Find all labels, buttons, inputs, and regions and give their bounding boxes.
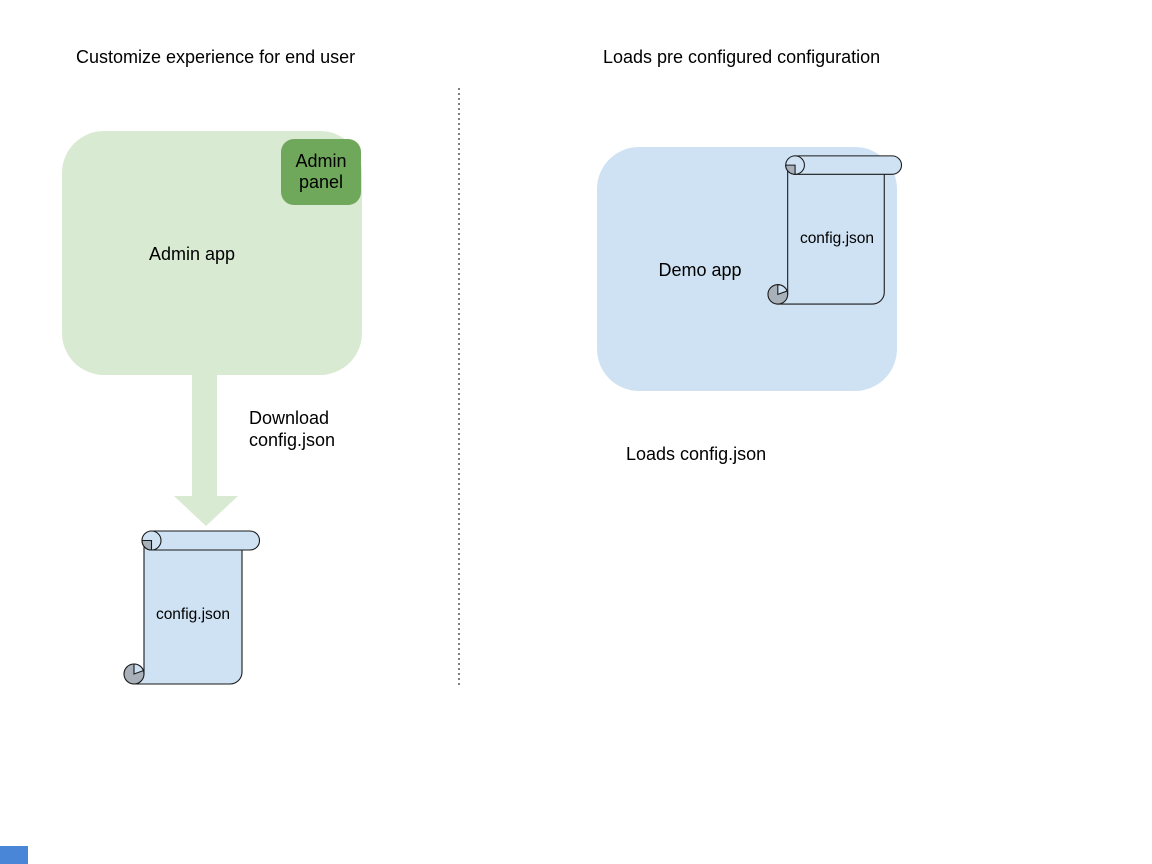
config-json-label: config.json [155, 606, 231, 623]
admin-app-label: Admin app [148, 244, 236, 264]
config-json-label: config.json [799, 230, 875, 247]
admin-panel-label: Admin panel [295, 151, 347, 192]
scroll-top-roll [150, 530, 260, 551]
config-json-scroll-shape [767, 155, 902, 305]
scroll-body [776, 164, 885, 305]
admin-panel-box: Admin panel [281, 139, 361, 205]
demo-app-label: Demo app [658, 260, 742, 280]
config-json-scroll-shape [123, 530, 260, 685]
left-section-title: Customize experience for end user [76, 47, 356, 67]
scroll-body [132, 539, 243, 685]
download-arrow-icon [174, 375, 238, 526]
section-divider [458, 88, 460, 685]
loads-config-caption: Loads config.json [626, 444, 767, 464]
scroll-top-roll [794, 155, 902, 175]
corner-blue-square [0, 846, 28, 864]
right-section-title: Loads pre configured configuration [603, 47, 881, 67]
download-config-caption: Download config.json [249, 408, 336, 450]
